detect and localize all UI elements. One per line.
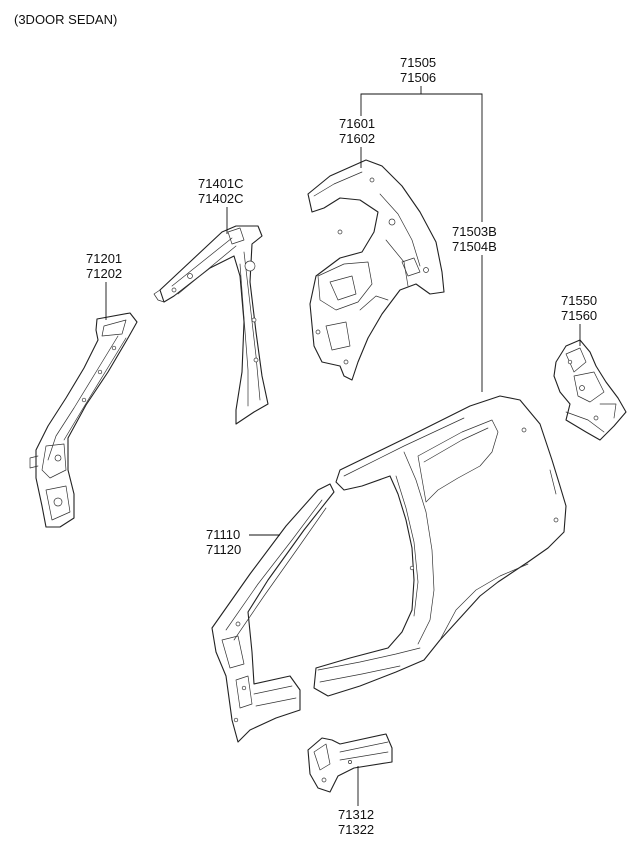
leader-line [421,93,483,222]
part-number: 71550 [561,293,597,308]
side-sill-extension-part [307,733,393,793]
part-number: 71322 [338,822,374,837]
part-number: 71312 [338,807,374,822]
part-number: 71601 [339,116,375,131]
part-number: 71560 [561,308,597,323]
b-pillar-inner-part [153,225,269,425]
quarter-inner-part [307,159,445,381]
part-number: 71120 [206,542,241,557]
part-number: 71202 [86,266,122,281]
part-number: 71401C [198,176,244,191]
part-number: 71602 [339,131,375,146]
diagram-title: (3DOOR SEDAN) [14,12,117,27]
part-number: 71506 [400,70,436,85]
rear-extension-part [553,339,627,441]
part-number: 71504B [452,239,497,254]
part-number: 71110 [206,527,240,542]
side-outer-part [211,395,567,743]
part-number: 71402C [198,191,244,206]
part-number: 71201 [86,251,122,266]
part-number: 71505 [400,55,436,70]
a-pillar-inner-part [29,312,138,528]
leader-line [360,86,422,116]
part-number: 71503B [452,224,497,239]
